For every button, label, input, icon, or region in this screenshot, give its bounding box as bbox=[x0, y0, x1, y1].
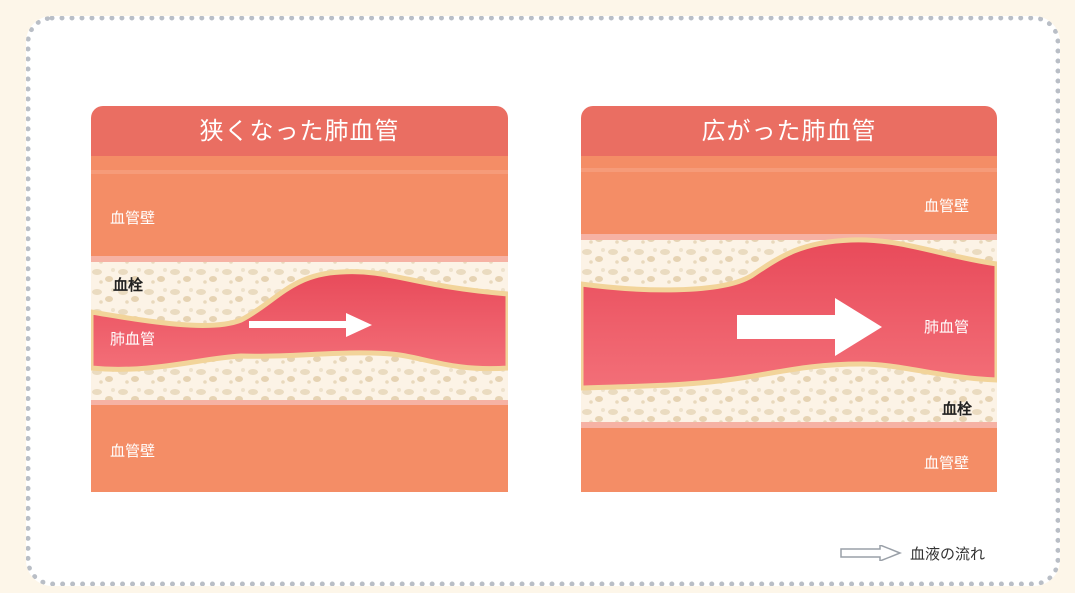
vessel-wall-label: 血管壁 bbox=[110, 209, 156, 227]
pulmonary-vessel-label: 肺血管 bbox=[924, 318, 970, 336]
blood-channel bbox=[581, 237, 997, 391]
pulmonary-vessel-label: 肺血管 bbox=[110, 330, 156, 348]
vessel-wall-label: 血管壁 bbox=[924, 197, 970, 215]
blood-channel bbox=[91, 269, 508, 372]
narrowed-vessel-panel: 狭くなった肺血管 血管壁 血栓 肺血管 血管壁 bbox=[91, 106, 508, 492]
legend-text: 血液の流れ bbox=[910, 544, 986, 563]
narrowed-vessel-illustration bbox=[91, 156, 508, 492]
flow-arrow bbox=[249, 313, 372, 337]
legend: 血液の流れ bbox=[840, 540, 985, 566]
vessel-wall-label: 血管壁 bbox=[924, 454, 970, 472]
vessel-wall-label: 血管壁 bbox=[110, 442, 156, 460]
hollow-arrow-icon bbox=[840, 545, 902, 561]
panel-title: 狭くなった肺血管 bbox=[91, 106, 508, 156]
panel-title: 広がった肺血管 bbox=[581, 106, 997, 156]
thrombus-label: 血栓 bbox=[113, 276, 144, 294]
widened-vessel-illustration bbox=[581, 156, 997, 492]
thrombus-label: 血栓 bbox=[942, 400, 973, 418]
widened-vessel-panel: 広がった肺血管 血管壁 肺血管 血栓 血管壁 bbox=[581, 106, 997, 492]
flow-arrow bbox=[737, 298, 882, 356]
